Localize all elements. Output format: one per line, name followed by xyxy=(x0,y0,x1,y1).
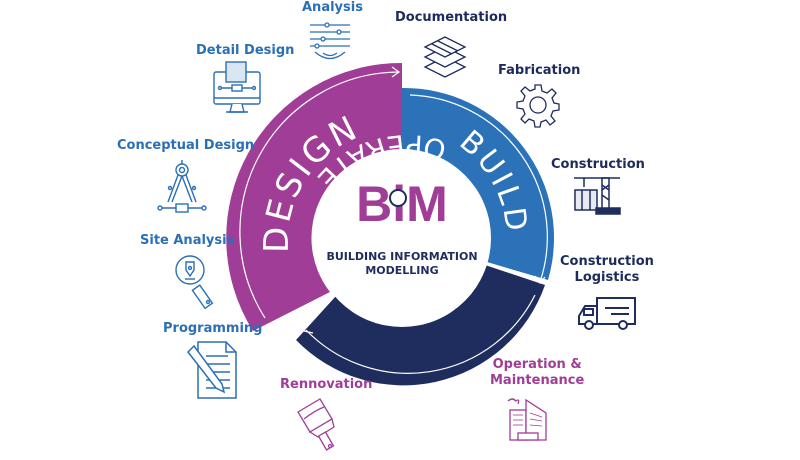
label-line: Construction xyxy=(560,254,654,269)
logo-badge-icon xyxy=(389,189,407,207)
design-segment xyxy=(226,62,402,332)
label-line: Logistics xyxy=(574,270,640,285)
analysis-sliders-gear-icon xyxy=(310,22,350,60)
detail-design-monitor-icon xyxy=(213,61,261,113)
fabrication-gear-icon xyxy=(516,84,560,128)
stage-documentation-label: Documentation xyxy=(395,10,508,25)
logistics-truck-icon xyxy=(578,297,636,330)
label-line: Operation & xyxy=(492,357,582,372)
operate-arrow xyxy=(305,294,536,374)
center-circle xyxy=(313,149,491,327)
rennovation-paintbrush-icon xyxy=(297,398,335,451)
build-arrow xyxy=(409,94,548,283)
label-line: Maintenance xyxy=(490,373,585,388)
conceptual-design-compass-icon xyxy=(157,160,207,213)
programming-document-pencil-icon xyxy=(187,341,237,399)
stage-detail-design-label: Detail Design xyxy=(196,43,295,58)
stage-analysis-label: Analysis xyxy=(302,0,363,15)
center-title-line2: MODELLING xyxy=(365,264,439,277)
documentation-layers-icon xyxy=(423,36,467,78)
design-arrow xyxy=(239,71,399,319)
stage-fabrication-label: Fabrication xyxy=(498,63,581,78)
stage-construction-label: Construction xyxy=(551,157,645,172)
stage-operation-label: Operation & Maintenance xyxy=(490,357,584,389)
stage-construction-logistics-label: Construction Logistics xyxy=(560,254,654,286)
build-segment xyxy=(402,87,555,281)
operation-building-icon xyxy=(507,398,547,441)
stage-conceptual-design-label: Conceptual Design xyxy=(117,138,255,153)
operate-segment xyxy=(296,265,545,386)
center-title-line1: BUILDING INFORMATION xyxy=(326,250,478,263)
stage-programming-label: Programming xyxy=(163,321,263,336)
stage-site-analysis-label: Site Analysis xyxy=(140,233,235,248)
site-analysis-magnifier-icon xyxy=(175,255,214,310)
stage-rennovation-label: Rennovation xyxy=(280,377,373,392)
construction-crane-icon xyxy=(574,177,621,215)
